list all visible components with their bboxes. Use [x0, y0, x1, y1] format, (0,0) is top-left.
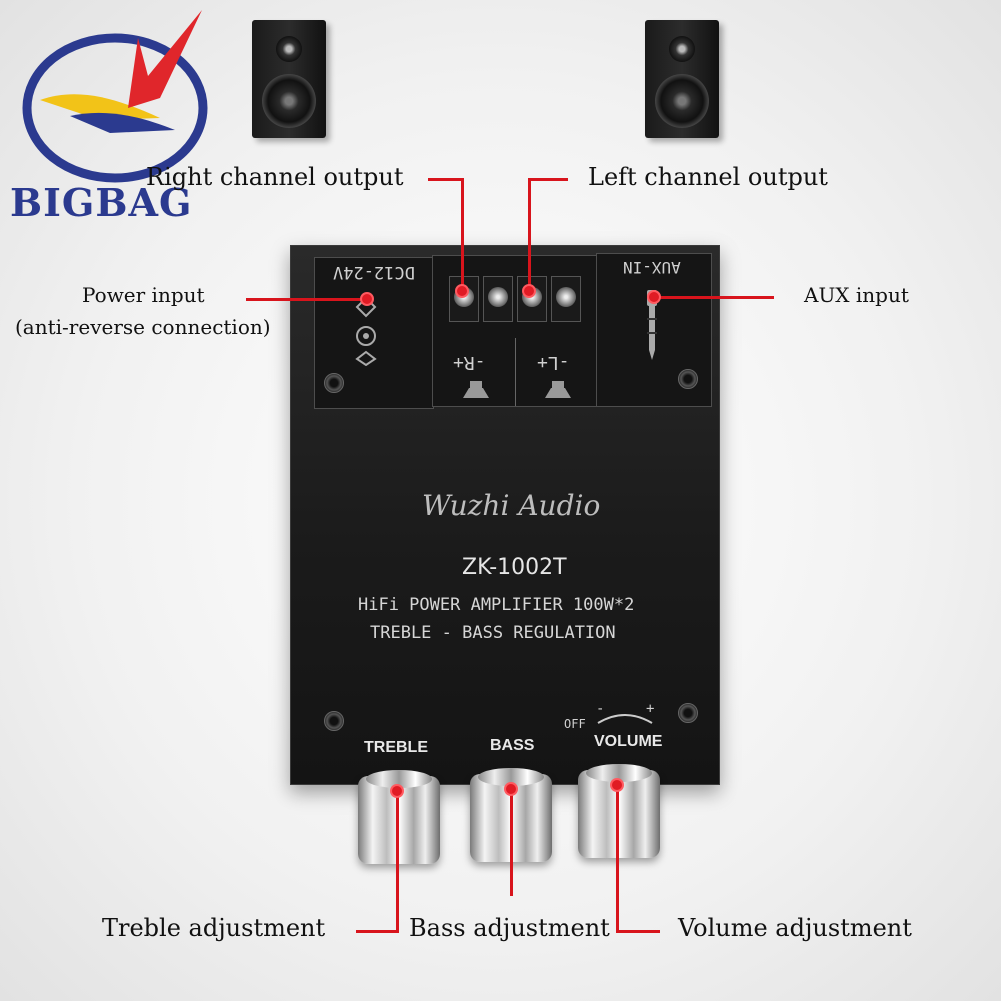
volume-leader-v [616, 786, 619, 932]
volume-minus-label: - [596, 701, 605, 717]
logo: BIGBAG [10, 8, 220, 225]
right-channel-leader-h [428, 178, 464, 181]
amplifier-board: DC12-24V -R+ -L+ AUX-IN [290, 245, 720, 785]
right-speaker-icon [252, 20, 326, 138]
mount-screw-bottom-right [678, 703, 698, 723]
aux-input-label: AUX input [804, 283, 909, 307]
power-input-marker [360, 292, 374, 306]
volume-plus-label: + [646, 701, 655, 717]
right-channel-marker [455, 284, 469, 298]
left-channel-marker [522, 284, 536, 298]
speaker-terminal-panel: -R+ -L+ [432, 255, 600, 407]
terminal-screw-3[interactable] [517, 276, 547, 322]
mount-screw-top-left [324, 373, 344, 393]
treble-knob-label: TREBLE [364, 739, 428, 756]
treble-leader-h [356, 930, 399, 933]
right-channel-output-label: Right channel output [146, 163, 404, 191]
bass-marker [504, 782, 518, 796]
bass-knob-label: BASS [490, 737, 535, 754]
left-channel-leader-v [528, 178, 531, 290]
aux-leader [654, 296, 774, 299]
treble-adjustment-label: Treble adjustment [102, 914, 326, 942]
speaker-symbol-right-icon [461, 378, 491, 404]
volume-knob-label: VOLUME [594, 733, 663, 750]
left-terminal-label: -L+ [537, 352, 570, 373]
left-channel-leader-h [528, 178, 568, 181]
volume-range-icon [590, 703, 660, 731]
volume-adjustment-label: Volume adjustment [678, 914, 912, 942]
terminal-screw-1[interactable] [449, 276, 479, 322]
treble-marker [390, 784, 404, 798]
description-line-1: HiFi POWER AMPLIFIER 100W*2 [358, 595, 635, 615]
bass-leader-v [510, 790, 513, 896]
power-voltage-label: DC12-24V [333, 262, 415, 282]
volume-marker [610, 778, 624, 792]
left-speaker-icon [645, 20, 719, 138]
terminal-screw-4[interactable] [551, 276, 581, 322]
description-line-2: TREBLE - BASS REGULATION [370, 623, 616, 643]
terminal-screw-2[interactable] [483, 276, 513, 322]
right-terminal-label: -R+ [453, 352, 486, 373]
volume-off-label: OFF [564, 717, 586, 731]
power-leader [246, 298, 368, 301]
speaker-symbol-left-icon [543, 378, 573, 404]
power-panel: DC12-24V [314, 257, 434, 409]
brand-name: Wuzhi Audio [422, 489, 601, 522]
model-number: ZK-1002T [462, 555, 567, 580]
bigbag-logo-icon [22, 10, 208, 183]
volume-leader-h [616, 930, 660, 933]
terminal-divider [515, 338, 516, 406]
power-input-label: Power input [82, 283, 205, 307]
bass-adjustment-label: Bass adjustment [409, 914, 610, 942]
logo-text: BIGBAG [10, 180, 193, 225]
right-channel-leader-v [461, 178, 464, 290]
mount-screw-top-right [678, 369, 698, 389]
aux-input-marker [647, 290, 661, 304]
left-channel-output-label: Left channel output [588, 163, 828, 191]
mount-screw-bottom-left [324, 711, 344, 731]
power-input-note: (anti-reverse connection) [15, 315, 271, 339]
dc-jack-icon [353, 296, 379, 367]
treble-leader-v [396, 790, 399, 932]
aux-in-label: AUX-IN [623, 258, 681, 277]
